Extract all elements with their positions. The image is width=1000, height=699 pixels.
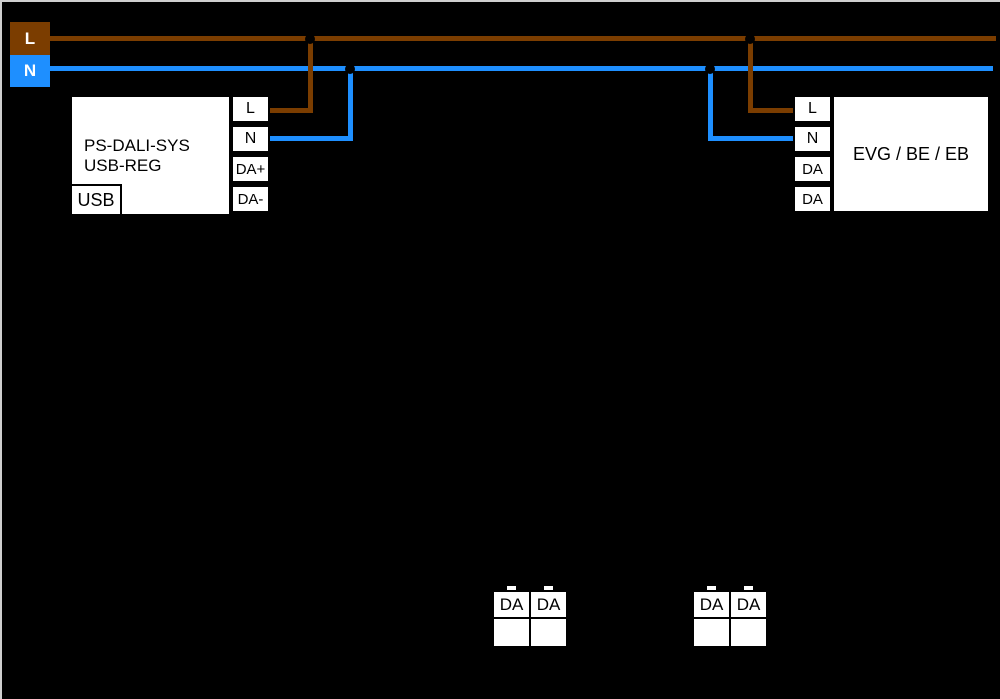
frame-border-left [0,0,2,699]
bus-block1-tab-2 [544,586,553,592]
bus-block2-tab-1 [707,586,716,592]
gear-terminal-n: N [793,125,832,153]
neutral-line-n-label: N [10,55,50,87]
wire-n-drop-left [348,66,353,141]
gear-device-box: EVG / BE / EB [832,95,990,213]
psu-terminal-l: L [231,95,270,123]
bus-block2-terminal-da2: DA [729,590,768,619]
wire-n-stub-left [270,136,353,141]
wire-n-stub-right [710,136,793,141]
psu-name-line2: USB-REG [84,155,162,175]
wire-l-drop-left [308,36,313,113]
bus-block1-empty-cell-1 [492,617,531,648]
bus-block2-tab-2 [744,586,753,592]
junction-dot-l-left [305,34,315,44]
phase-line-l-label: L [10,22,50,55]
wire-l-stub-left [270,108,313,113]
bus-block2-terminal-da1: DA [692,590,731,619]
bus-block1-terminal-da1: DA [492,590,531,619]
gear-terminal-l: L [793,95,832,123]
junction-dot-n-left [345,64,355,74]
gear-terminal-da2: DA [793,185,832,213]
psu-terminal-da-minus: DA- [231,185,270,213]
psu-name-line1: PS-DALI-SYS [84,135,190,155]
usb-port-label: USB [70,184,122,216]
wire-n-drop-right [708,66,713,141]
bus-block2-empty-cell-2 [729,617,768,648]
gear-terminal-da1: DA [793,155,832,183]
psu-terminal-n: N [231,125,270,153]
frame-border-top [0,0,1000,2]
bus-block2-empty-cell-1 [692,617,731,648]
junction-dot-l-right [745,34,755,44]
bus-block1-tab-1 [507,586,516,592]
junction-dot-n-right [705,64,715,74]
wire-l-stub-right [750,108,793,113]
wire-l-drop-right [748,36,753,113]
bus-block1-terminal-da2: DA [529,590,568,619]
psu-terminal-da-plus: DA+ [231,155,270,183]
bus-block1-empty-cell-2 [529,617,568,648]
wire-n-main [50,66,993,71]
wire-l-main [50,36,996,41]
